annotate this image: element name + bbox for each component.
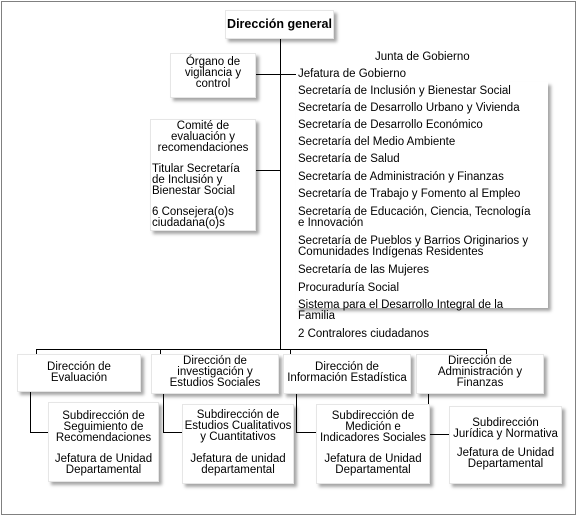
direction-statistics-label: Dirección de Información Estadística [287,361,407,384]
direction-admin-label: Dirección de Administración y Finanzas [437,355,523,389]
list-item: Procuraduría Social [298,282,399,294]
list-item: Secretaría de Administración y Finanzas [298,171,504,183]
committee-title: Comité de evaluación y recomendaciones [157,120,249,154]
list-item: Secretaría de Desarrollo Económico [298,119,483,131]
dir4-drop [486,349,487,354]
root-label: Dirección general [227,17,332,31]
direction-statistics-node [283,354,411,394]
committee-member-1: Titular Secretaría de Inclusión y Bienes… [152,163,240,197]
subdirection-studies-node [182,404,294,484]
list-item: Secretaría de Desarrollo Urbano y Vivien… [298,102,520,114]
dir3-sub-vline [296,394,297,432]
dir2-sub-hline [163,432,182,433]
left-top-connector [256,74,280,75]
jefatura-4-label: Jefatura de Unidad Departamental [456,447,555,470]
right-list-connector [280,74,296,75]
board-title: Junta de Gobierno [375,51,470,63]
dir3-sub-hline [296,432,316,433]
list-item: Secretaría del Medio Ambiente [298,136,456,148]
direction-admin-node [416,354,544,394]
list-item: Secretaría de Trabajo y Fomento al Emple… [298,188,521,200]
direction-evaluation-node [17,354,141,392]
jefatura-2-label: Jefatura de unidad departamental [190,453,286,476]
committee-member-2: 6 Consejera(o)s ciudadana(o)s [152,206,234,229]
subdirection-studies-label: Subdirección de Estudios Cualitativos y … [184,409,292,443]
subdirection-followup-label: Subdirección de Seguimiento de Recomenda… [55,410,152,444]
subdirection-legal-node [449,406,562,484]
list-item: Secretaría de Educación, Ciencia, Tecnol… [298,206,531,229]
oversight-label: Órgano de vigilancia y control [184,56,242,90]
direction-bus [36,349,486,350]
dir4-sub-hline [428,434,449,435]
list-item: Secretaría de Salud [298,153,400,165]
oversight-node [170,53,256,98]
dir1-sub-vline [30,392,31,432]
jefatura-1-label: Jefatura de Unidad Departamental [54,453,153,476]
left-mid-connector [256,170,280,171]
government-head: Jefatura de Gobierno [298,68,407,80]
direction-research-label: Dirección de investigación y Estudios So… [169,355,261,389]
dir2-sub-vline [163,394,164,432]
dir3-drop [290,349,291,354]
dir2-drop [160,349,161,354]
subdirection-followup-node [48,402,159,482]
list-item: Secretaría de Inclusión y Bienestar Soci… [298,85,511,97]
subdirection-indicators-label: Subdirección de Medición e Indicadores S… [319,410,427,444]
government-list-node [296,82,548,308]
jefatura-3-label: Jefatura de Unidad Departamental [324,453,422,476]
root-node [225,10,334,39]
list-item: Secretaría de las Mujeres [298,264,430,276]
dir1-drop [36,349,37,354]
list-item: Secretaría de Pueblos y Barrios Originar… [298,235,529,258]
direction-evaluation-label: Dirección de Evaluación [47,361,111,384]
dir1-sub-hline [30,432,48,433]
list-item: 2 Contralores ciudadanos [298,328,430,340]
direction-research-node [151,354,279,394]
trunk-line [280,38,281,350]
subdirection-indicators-node [316,404,430,484]
subdirection-legal-label: Subdirección Jurídica y Normativa [453,417,558,440]
list-item: Sistema para el Desarrollo Integral de l… [298,299,504,322]
committee-node [150,119,256,231]
